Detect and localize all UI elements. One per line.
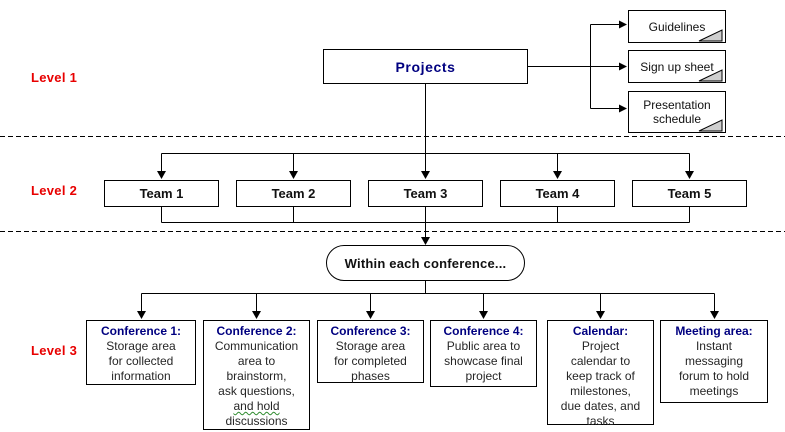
team-5-node: Team 5 [632,180,747,207]
document-label: Sign up sheet [640,59,714,74]
level2-connectors [157,153,694,245]
level3-label: Level 3 [31,343,78,358]
level3-connectors [137,281,719,319]
arrowhead [685,171,694,179]
arrowhead [289,171,298,179]
arrowhead [137,311,146,319]
team-2-node: Team 2 [236,180,351,207]
level-separator-lines [0,136,785,232]
arrowhead [619,104,627,113]
arrowhead [553,171,562,179]
projects-node: Projects [323,49,528,84]
box-title: Conference 2: [216,324,297,338]
box-title: Meeting area: [675,324,753,338]
document-label: Guidelines [648,19,706,34]
team-1-node: Team 1 [104,180,219,207]
page-curl-icon [698,69,723,82]
level1-connectors [421,20,627,179]
within-each-conference-oval: Within each conference... [326,245,525,281]
team-4-node: Team 4 [500,180,615,207]
level1-label: Level 1 [31,70,78,85]
arrowhead [421,237,430,245]
arrowhead [596,311,605,319]
arrowhead [710,311,719,319]
level2-label: Level 2 [31,183,78,198]
page-curl-icon [698,29,723,42]
box-title: Conference 1: [100,324,182,338]
page-curl-icon [698,119,723,132]
document-node-guidelines: Guidelines [628,10,726,43]
box-title: Conference 3: [330,324,411,338]
box-title: Conference 4: [443,324,524,338]
arrowhead [619,62,627,71]
arrowhead [421,171,430,179]
team-3-node: Team 3 [368,180,483,207]
arrowhead [619,20,627,29]
arrowhead [252,311,261,319]
arrowhead [366,311,375,319]
arrowhead [157,171,166,179]
box-title: Calendar: [572,324,629,338]
arrowhead [479,311,488,319]
document-node-sign-up-sheet: Sign up sheet [628,50,726,83]
